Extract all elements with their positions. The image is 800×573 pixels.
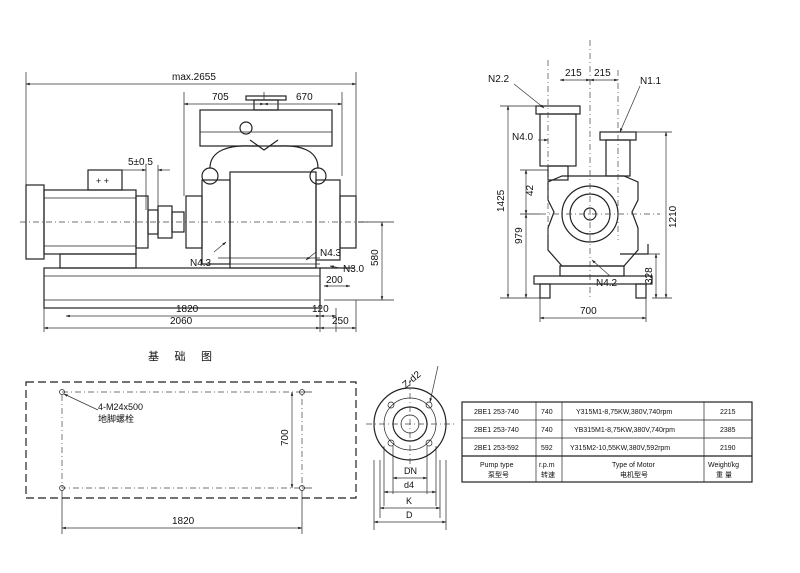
row1-weight: 2215 xyxy=(720,409,736,416)
row3-rpm: 592 xyxy=(541,445,553,452)
dim-120: 120 xyxy=(312,304,329,315)
flange-k: K xyxy=(406,496,412,506)
row2-motor: YB315M1-8,75KW,380V,740rpm xyxy=(574,427,675,434)
dim-2060: 2060 xyxy=(170,316,193,327)
header-weight-cn: 重 量 xyxy=(716,471,732,479)
foundation-title: 基 础 图 xyxy=(148,350,218,363)
foundation-plan: 基 础 图 4-M24x500 地脚螺栓 700 1820 xyxy=(25,350,357,534)
flange-dn: DN xyxy=(404,466,417,476)
table-row: 2BE1 253-592 592 Y315M2-10,55KW,380V,592… xyxy=(474,445,736,452)
motor xyxy=(25,169,149,269)
flange-detail: Z-d2 DN d4 K D xyxy=(366,365,454,530)
port-n11: N1.1 xyxy=(640,76,662,87)
dim-979: 979 xyxy=(514,227,525,244)
header-pump-cn: 泵型号 xyxy=(488,470,509,479)
dim-gap: 5±0.5 xyxy=(128,157,153,168)
dim-42: 42 xyxy=(525,184,536,196)
port-n30: N3.0 xyxy=(343,264,365,275)
header-pump: Pump type xyxy=(480,462,514,469)
row1-motor: Y315M1-8,75KW,380V,740rpm xyxy=(576,409,672,416)
separator xyxy=(199,95,333,151)
header-rpm-cn: 转速 xyxy=(541,470,555,479)
dim-end-700: 700 xyxy=(580,306,597,317)
row2-weight: 2385 xyxy=(720,427,736,434)
row3-weight: 2190 xyxy=(720,445,736,452)
table-row: 2BE1 253-740 740 Y315M1-8,75KW,380V,740r… xyxy=(474,409,736,416)
dim-215-left: 215 xyxy=(565,68,582,79)
header-motor-cn: 电机型号 xyxy=(620,470,648,479)
dim-328: 328 xyxy=(644,267,655,284)
foundation-dim-1820: 1820 xyxy=(172,516,195,527)
bolt-spec-cn: 地脚螺栓 xyxy=(98,413,134,424)
dim-1820: 1820 xyxy=(176,304,199,315)
dim-1425: 1425 xyxy=(496,189,507,212)
port-n40: N4.0 xyxy=(512,132,534,143)
header-weight: Weight/kg xyxy=(708,462,739,469)
dim-1210: 1210 xyxy=(668,205,679,228)
table-row: 2BE1 253-740 740 YB315M1-8,75KW,380V,740… xyxy=(474,427,736,434)
bolt-spec: 4-M24x500 xyxy=(98,402,143,412)
foundation-outline xyxy=(25,381,357,499)
row1-rpm: 740 xyxy=(541,409,553,416)
header-motor: Type of Motor xyxy=(612,462,655,469)
row1-pump: 2BE1 253-740 xyxy=(474,409,519,416)
port-n22: N2.2 xyxy=(488,74,510,85)
spec-table: 2BE1 253-740 740 Y315M1-8,75KW,380V,740r… xyxy=(461,401,753,483)
dim-200: 200 xyxy=(326,275,343,286)
table-header: Pump type 泵型号 r.p.m 转速 Type of Motor 电机型… xyxy=(480,462,739,479)
dim-670: 670 xyxy=(296,92,313,103)
dim-580: 580 xyxy=(370,249,381,266)
dim-250: 250 xyxy=(332,316,349,327)
coupling xyxy=(20,205,370,239)
end-view: 215 215 N2.2 N1.1 N4.0 N4.2 1425 42 979 … xyxy=(488,40,679,322)
header-rpm: r.p.m xyxy=(539,462,555,469)
row2-rpm: 740 xyxy=(541,427,553,434)
row3-motor: Y315M2-10,55KW,380V,592rpm xyxy=(570,445,670,452)
port-n42: N4.2 xyxy=(596,278,618,289)
dim-215-right: 215 xyxy=(594,68,611,79)
side-view: max.2655 705 670 5±0.5 + + N4.3 N4.3 N3.… xyxy=(20,72,394,332)
flange-d4: d4 xyxy=(404,480,414,490)
dim-705: 705 xyxy=(212,92,229,103)
row2-pump: 2BE1 253-740 xyxy=(474,427,519,434)
dim-overall-length: max.2655 xyxy=(172,72,216,83)
pump-casing xyxy=(547,175,639,267)
port-n43-right: N4.3 xyxy=(320,248,342,259)
foundation-dim-700: 700 xyxy=(280,429,291,446)
motor-terminal-label: + + xyxy=(96,176,109,186)
port-n43-left: N4.3 xyxy=(190,258,212,269)
flange-d: D xyxy=(406,510,413,520)
row3-pump: 2BE1 253-592 xyxy=(474,445,519,452)
baseplate xyxy=(43,267,321,309)
